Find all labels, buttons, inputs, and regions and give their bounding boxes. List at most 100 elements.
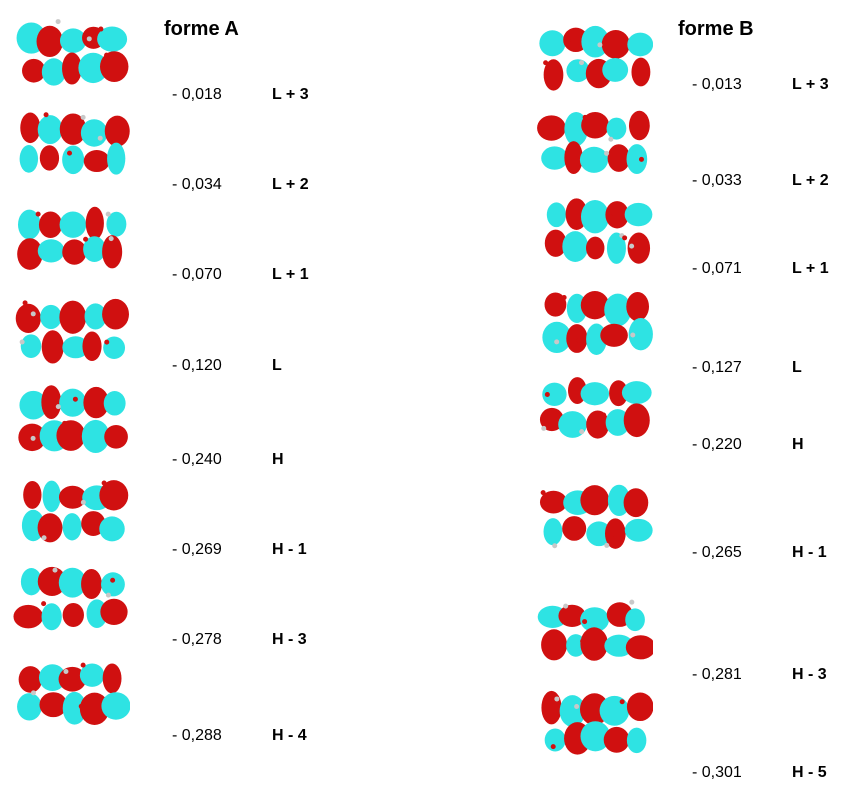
atom-dot xyxy=(19,339,25,345)
orbital-lobe xyxy=(102,298,129,330)
orbital-lobe xyxy=(22,58,46,83)
orbital-lobe xyxy=(604,293,632,327)
orbital-lobe xyxy=(580,485,610,516)
orbital-lobe xyxy=(580,382,610,406)
orbital-lobe xyxy=(559,695,586,727)
atom-dot xyxy=(608,136,614,142)
orbital-lobe xyxy=(80,119,108,147)
atom-dot xyxy=(67,150,73,156)
orbital-label-b: L + 3 xyxy=(792,76,829,93)
orbital-lobe xyxy=(564,111,588,146)
orbital-lobe xyxy=(19,390,48,420)
atom-dot xyxy=(22,300,28,306)
orbital-lobe xyxy=(82,331,102,362)
orbital-lobe xyxy=(59,28,87,53)
orbital-lobe xyxy=(626,144,648,175)
orbital-lobe xyxy=(539,407,564,432)
orbital-label-b: H - 5 xyxy=(792,764,827,781)
orbital-label-b: H xyxy=(792,436,804,453)
orbital-lobe xyxy=(59,388,87,417)
orbital-lobe xyxy=(83,149,110,173)
molecular-orbital-isosurface-icon xyxy=(533,103,653,179)
orbital-lobe xyxy=(624,202,653,227)
orbital-lobe xyxy=(37,115,63,145)
orbital-lobe xyxy=(600,323,628,347)
orbital-energy-a: - 0,120 xyxy=(172,357,222,374)
orbital-lobe xyxy=(539,490,567,514)
molecular-orbital-isosurface-icon xyxy=(533,367,653,443)
orbital-lobe xyxy=(41,58,66,86)
atom-dot xyxy=(105,211,111,217)
orbital-lobe xyxy=(626,727,647,754)
orbital-lobe xyxy=(580,291,610,320)
orbital-label-a: L + 3 xyxy=(272,86,309,103)
orbital-label-a: H - 4 xyxy=(272,727,307,744)
molecular-orbital-isosurface-icon xyxy=(10,471,130,547)
orbital-energy-a: - 0,288 xyxy=(172,727,222,744)
orbital-label-b: L xyxy=(792,359,802,376)
atom-dot xyxy=(30,311,36,317)
orbital-lobe xyxy=(580,721,611,752)
atom-dot xyxy=(550,744,556,750)
orbital-label-a: H - 3 xyxy=(272,631,307,648)
atom-dot xyxy=(563,603,569,609)
atom-dot xyxy=(86,36,92,42)
orbital-lobe xyxy=(83,386,109,419)
orbital-lobe xyxy=(79,692,110,725)
orbital-lobe xyxy=(17,238,43,270)
orbital-lobe xyxy=(41,385,62,420)
orbital-lobe xyxy=(606,117,627,140)
atom-dot xyxy=(62,420,68,426)
atom-dot xyxy=(561,294,567,300)
orbital-lobe xyxy=(99,51,129,82)
molecular-orbital-isosurface-icon xyxy=(10,292,130,368)
atom-dot xyxy=(579,60,585,66)
orbital-lobe xyxy=(62,239,87,265)
atom-dot xyxy=(104,339,110,345)
orbital-lobe xyxy=(39,145,60,171)
atom-dot xyxy=(541,425,547,431)
orbital-lobe xyxy=(101,572,125,597)
orbital-label-b: H - 3 xyxy=(792,666,827,683)
atom-dot xyxy=(80,662,86,668)
orbital-lobe xyxy=(62,336,89,359)
molecular-orbital-isosurface-icon xyxy=(533,17,654,93)
atom-dot xyxy=(543,60,549,66)
molecular-orbital-isosurface-icon xyxy=(10,14,130,90)
orbital-lobe xyxy=(106,211,127,237)
orbital-lobe xyxy=(586,521,612,547)
orbital-lobe xyxy=(601,30,630,59)
orbital-lobe xyxy=(58,485,87,509)
atom-dot xyxy=(601,412,607,418)
orbital-lobe xyxy=(580,627,608,661)
orbital-lobe xyxy=(627,232,651,264)
atom-dot xyxy=(607,213,613,219)
atom-dot xyxy=(41,535,47,541)
orbital-lobe xyxy=(603,726,630,753)
atom-dot xyxy=(41,601,47,607)
orbital-lobe xyxy=(602,57,629,82)
orbital-lobe xyxy=(605,409,630,436)
orbital-lobe xyxy=(581,111,610,139)
orbital-lobe xyxy=(20,568,42,596)
atom-dot xyxy=(78,703,84,709)
orbital-label-b: L + 1 xyxy=(792,260,829,277)
orbital-energy-b: - 0,071 xyxy=(692,260,742,277)
atom-dot xyxy=(580,638,586,644)
orbital-lobe xyxy=(81,568,102,600)
orbital-lobe xyxy=(625,608,645,632)
orbital-lobe xyxy=(81,419,110,453)
molecular-orbital-isosurface-icon xyxy=(533,282,653,358)
orbital-energy-b: - 0,033 xyxy=(692,172,742,189)
orbital-lobe xyxy=(36,25,63,58)
atom-dot xyxy=(52,567,58,573)
orbital-lobe xyxy=(17,693,42,721)
orbital-lobe xyxy=(599,695,630,726)
orbital-lobe xyxy=(624,518,653,542)
orbital-lobe xyxy=(101,692,131,720)
orbital-lobe xyxy=(38,211,63,239)
orbital-energy-b: - 0,013 xyxy=(692,76,742,93)
atom-dot xyxy=(570,37,576,43)
orbital-lobe xyxy=(103,391,126,416)
orbital-lobe xyxy=(562,516,587,541)
